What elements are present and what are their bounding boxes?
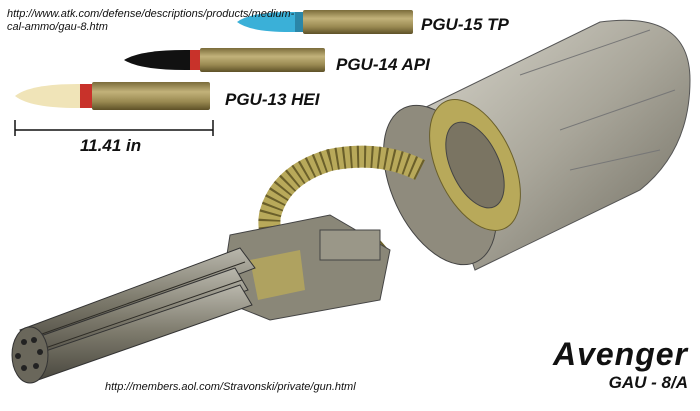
title: Avenger [552, 336, 688, 372]
muzzle [11, 326, 49, 384]
scale-bar [14, 120, 214, 136]
title-block: Avenger GAU - 8/A [553, 336, 688, 394]
round-pgu-14 [124, 48, 325, 72]
source-url-bottom[interactable]: http://members.aol.com/Stravonski/privat… [105, 381, 356, 393]
label-pgu-15: PGU-15 TP [421, 15, 509, 34]
source-url-top[interactable]: http://www.atk.com/defense/descriptions/… [7, 8, 295, 33]
round-pgu-15 [237, 10, 413, 34]
label-pgu-14: PGU-14 API [336, 55, 430, 74]
scale-label: 11.41 in [80, 136, 142, 155]
subtitle: GAU - 8/A [608, 373, 688, 392]
ammo-drum [383, 19, 691, 271]
barrel-cluster [14, 247, 256, 381]
label-pgu-13: PGU-13 HEI [225, 90, 320, 109]
round-pgu-13 [15, 82, 210, 110]
gun-receiver [219, 214, 391, 321]
